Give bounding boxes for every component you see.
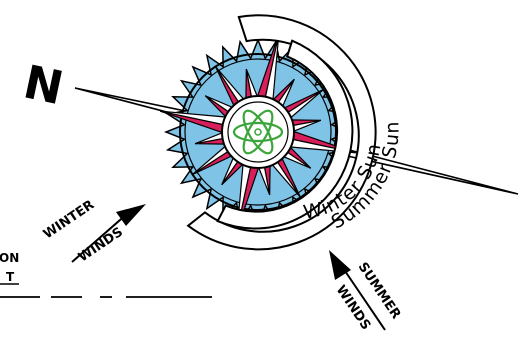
north-letter: N [19, 54, 68, 115]
compass-center [222, 96, 294, 168]
summer-winds-label-bottom: WINDS [333, 283, 374, 333]
winter-winds-label-bottom: WINDS [76, 225, 126, 266]
edge-label-line2: T [6, 270, 15, 284]
winter-winds-label-top: WINTER [41, 198, 97, 243]
edge-label-line1: ON [0, 251, 19, 265]
